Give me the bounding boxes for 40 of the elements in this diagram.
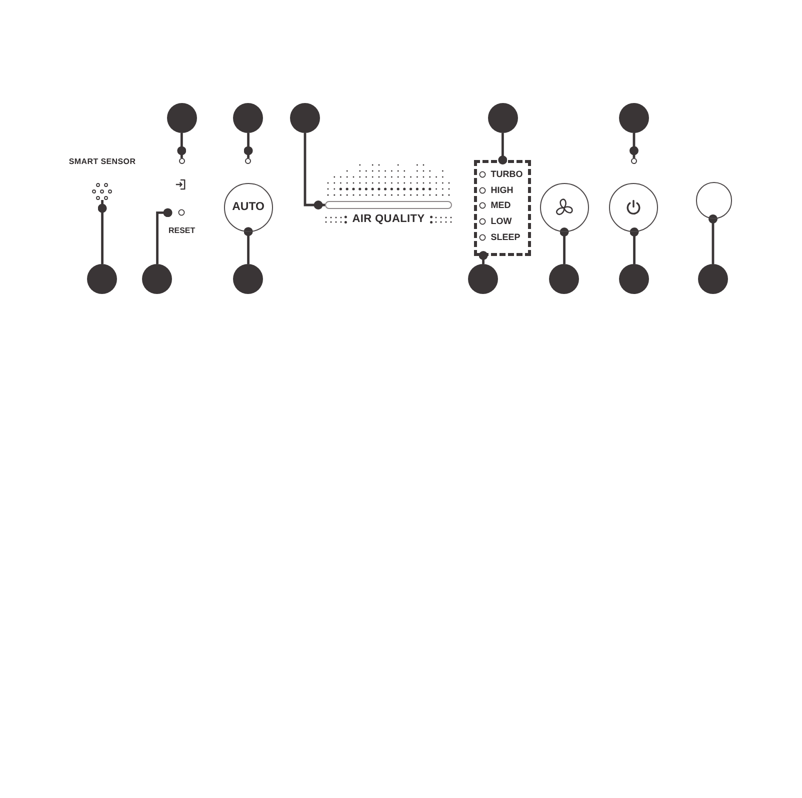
round-button bbox=[540, 183, 589, 232]
leader-line bbox=[708, 214, 718, 264]
callout-circle bbox=[233, 264, 264, 294]
callout-circle bbox=[87, 264, 118, 294]
indicator-panel bbox=[474, 160, 531, 256]
callout-circle bbox=[619, 264, 650, 294]
leader-line bbox=[478, 251, 488, 264]
indicator-light bbox=[631, 158, 637, 164]
round-button: AUTO bbox=[224, 183, 273, 232]
sensor-label: SMART SENSOR bbox=[68, 156, 136, 167]
callout-circle bbox=[468, 264, 498, 294]
control-label: RESET bbox=[168, 226, 196, 236]
callout-circle bbox=[549, 264, 580, 294]
leader-line bbox=[304, 133, 325, 210]
leader-line bbox=[498, 133, 508, 164]
callout-circle bbox=[142, 264, 172, 294]
leader-line bbox=[630, 133, 638, 158]
callout-circle bbox=[233, 103, 264, 133]
callout-circle bbox=[488, 103, 518, 133]
speed-label: LOW bbox=[490, 216, 512, 228]
leader-line bbox=[244, 227, 253, 264]
round-button bbox=[696, 182, 732, 219]
callout-circle bbox=[698, 264, 728, 294]
leader-line bbox=[560, 228, 569, 264]
speed-label: MED bbox=[490, 200, 511, 212]
leader-line bbox=[177, 133, 186, 158]
display-label: AIR QUALITY bbox=[352, 213, 425, 226]
indicator-light bbox=[178, 158, 185, 164]
leader-line bbox=[630, 228, 639, 264]
round-button bbox=[609, 183, 658, 232]
indicator-light bbox=[245, 158, 252, 164]
callout-circle bbox=[166, 103, 197, 133]
leader-line bbox=[156, 208, 172, 264]
leader-line bbox=[98, 200, 107, 264]
speed-label: HIGH bbox=[490, 184, 514, 196]
callout-circle bbox=[619, 103, 649, 133]
leader-line bbox=[244, 133, 253, 158]
callout-circle bbox=[290, 103, 320, 133]
speed-label: TURBO bbox=[490, 169, 523, 180]
speed-label: SLEEP bbox=[490, 232, 520, 243]
